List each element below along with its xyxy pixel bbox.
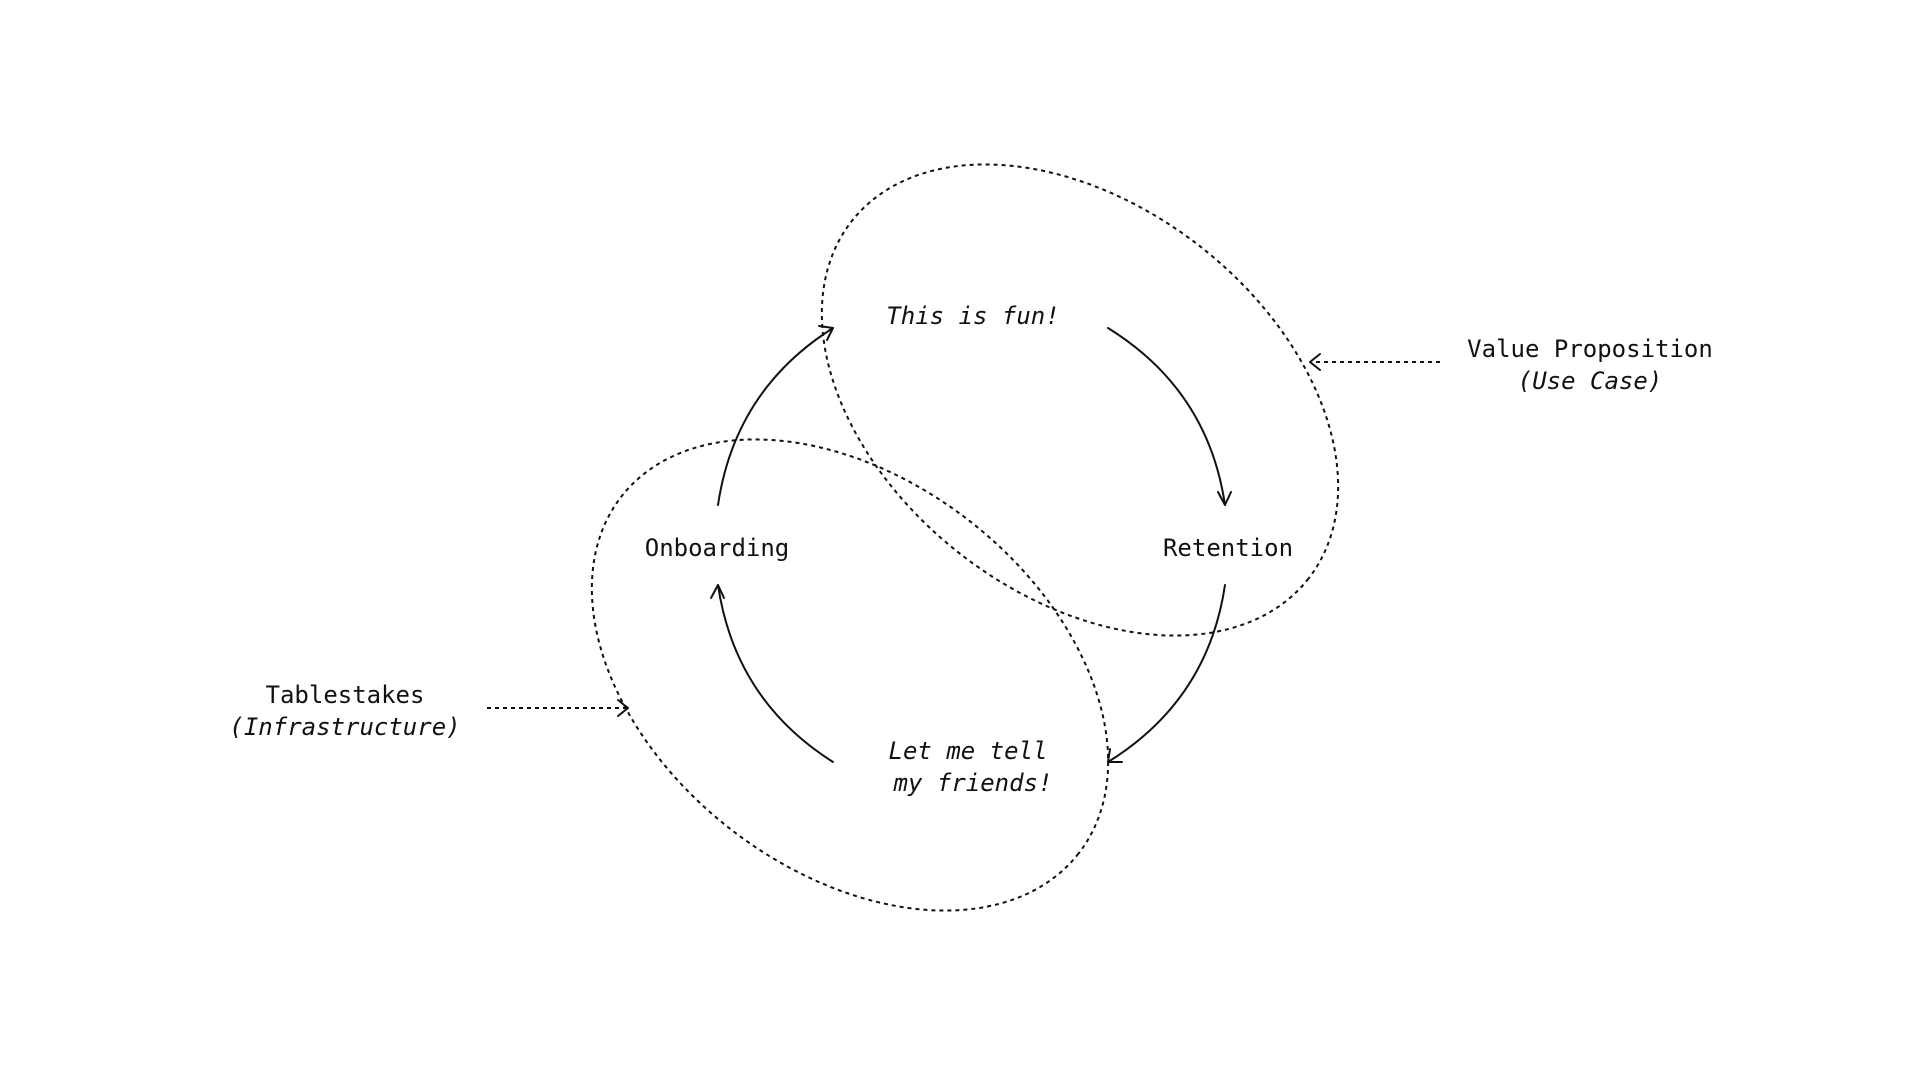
arrow-tell-to-onboarding — [710, 584, 834, 763]
arrow-retention-to-tell — [1107, 584, 1226, 763]
node-onboarding: Onboarding — [645, 534, 790, 562]
node-retention: Retention — [1163, 534, 1293, 562]
tablestakes-subtitle: (Infrastructure) — [229, 713, 460, 741]
value-proposition-subtitle: (Use Case) — [1518, 367, 1663, 395]
tablestakes-pointer — [487, 699, 629, 717]
node-tell-line2: my friends! — [893, 769, 1053, 797]
node-tell-line1: Let me tell — [889, 737, 1048, 765]
tablestakes-title: Tablestakes — [266, 681, 425, 709]
value-proposition-pointer — [1309, 353, 1440, 371]
arrow-onboarding-to-fun — [717, 325, 834, 506]
tablestakes-ellipse — [590, 438, 1110, 912]
arrow-fun-to-retention — [1107, 327, 1232, 506]
value-proposition-ellipse — [820, 163, 1340, 637]
node-fun: This is fun! — [886, 302, 1059, 330]
value-proposition-title: Value Proposition — [1467, 335, 1713, 363]
